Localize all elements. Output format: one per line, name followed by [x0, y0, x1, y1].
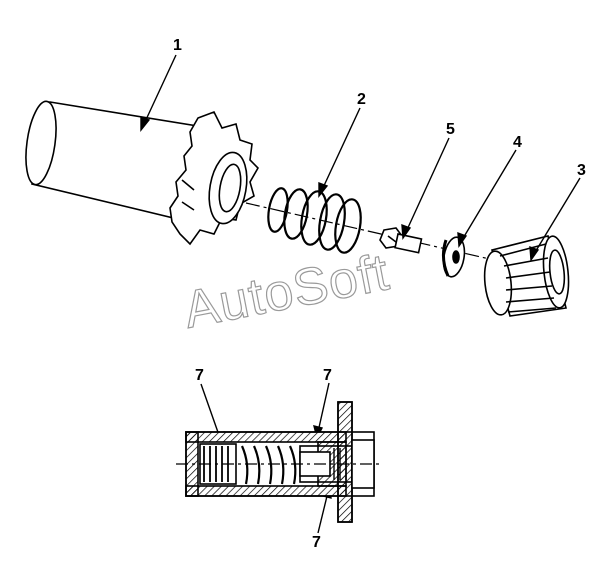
callout-4: 4: [513, 134, 522, 151]
callout-7-bottom: 7: [312, 534, 321, 551]
cross-section-view: [176, 401, 382, 523]
callout-7-top-left: 7: [195, 367, 204, 384]
callout-3: 3: [577, 162, 586, 179]
part-5-nut: [379, 227, 423, 254]
assembly-axis: [245, 202, 521, 267]
part-2-spring: [267, 187, 362, 254]
callout-2: 2: [357, 91, 366, 108]
callout-7-top-right: 7: [323, 367, 332, 384]
autosoft-watermark: AutoSoft: [179, 243, 394, 340]
leader-lines: [140, 54, 581, 534]
callout-5: 5: [446, 121, 455, 138]
callout-1: 1: [173, 37, 182, 54]
part-1-pinion-housing: [25, 100, 259, 246]
part-4-washer: [441, 236, 466, 278]
part-3-roller-clutch: [483, 235, 570, 317]
